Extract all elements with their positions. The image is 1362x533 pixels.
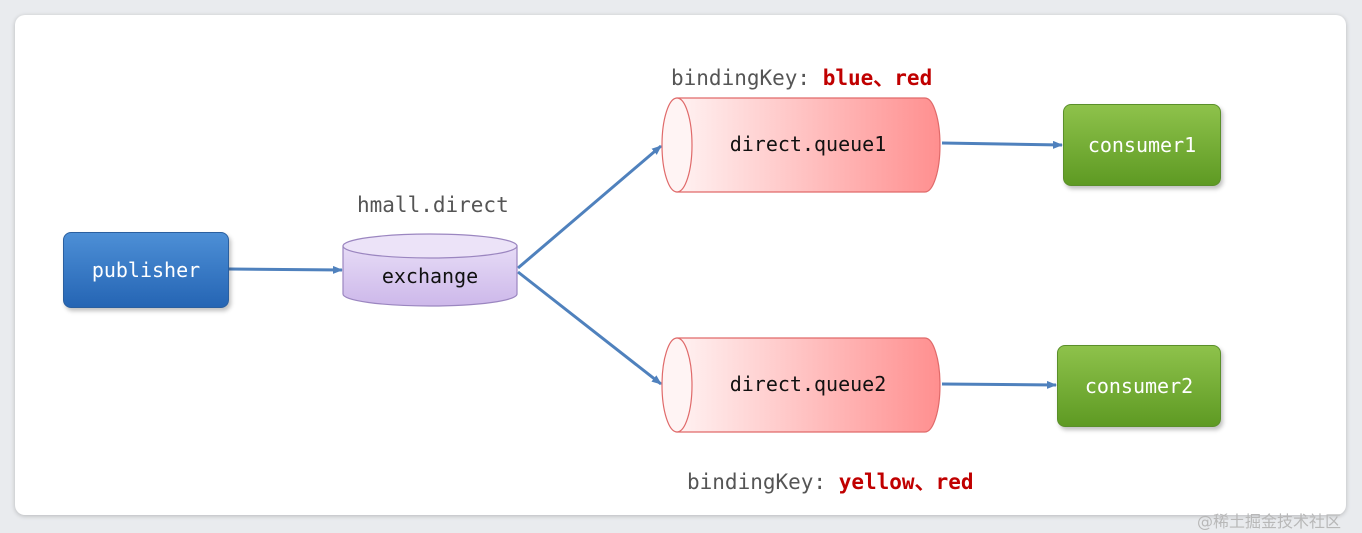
- arrow-queue1-consumer1: [941, 140, 1063, 149]
- consumer1-node: consumer1: [1063, 104, 1221, 186]
- binding-key-prefix: bindingKey:: [671, 66, 823, 90]
- binding-key-queue1: bindingKey: blue、red: [671, 62, 932, 92]
- queue1-node: direct.queue1: [661, 97, 941, 193]
- publisher-label: publisher: [91, 258, 201, 282]
- arrow-queue2-consumer2: [941, 380, 1057, 389]
- queue2-label: direct.queue2: [730, 372, 887, 396]
- queue1-label: direct.queue1: [730, 132, 887, 156]
- arrow-publisher-exchange: [228, 265, 343, 274]
- arrow-exchange-queue2: [517, 270, 662, 386]
- binding-key-values: blue、red: [822, 66, 933, 90]
- binding-key-queue2: bindingKey: yellow、red: [687, 466, 974, 496]
- binding-key-values: yellow、red: [838, 470, 974, 494]
- consumer2-node: consumer2: [1057, 345, 1221, 427]
- publisher-node: publisher: [63, 232, 229, 308]
- exchange-label: exchange: [382, 264, 478, 288]
- arrow-exchange-queue1: [517, 144, 662, 270]
- exchange-node: exchange: [342, 233, 518, 307]
- exchange-title: hmall.direct: [357, 193, 509, 217]
- queue2-node: direct.queue2: [661, 337, 941, 433]
- consumer2-label: consumer2: [1084, 374, 1194, 398]
- binding-key-prefix: bindingKey:: [687, 470, 839, 494]
- consumer1-label: consumer1: [1087, 133, 1197, 157]
- watermark: @稀土掘金技术社区: [1197, 512, 1342, 531]
